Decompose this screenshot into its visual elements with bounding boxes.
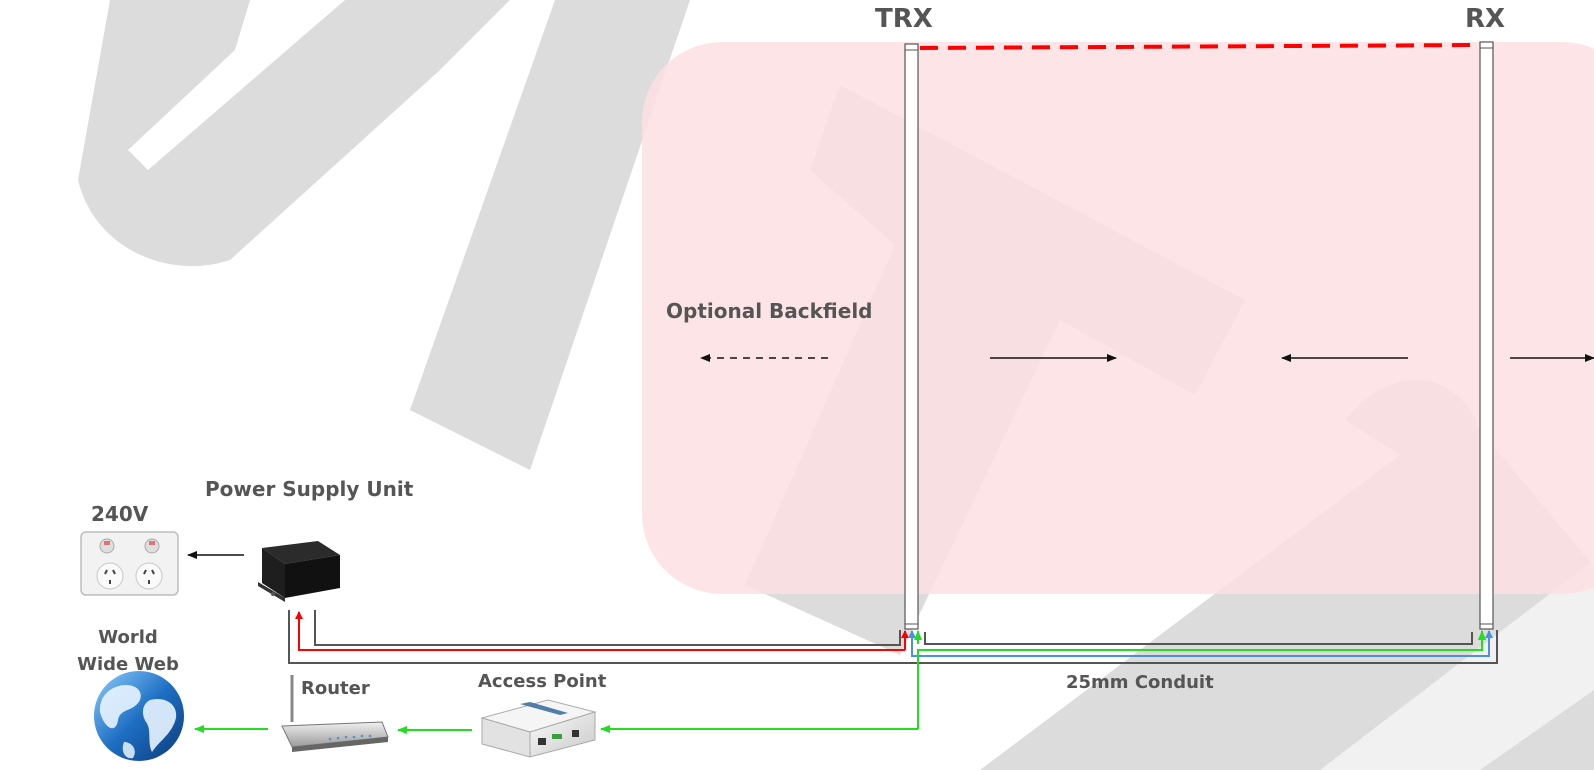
conduit-line <box>288 610 1498 664</box>
access-point-label: Access Point <box>478 671 607 692</box>
power-supply-box-icon <box>258 541 340 602</box>
trx-rx-grey-cable <box>924 632 1473 645</box>
access-point-icon <box>480 699 597 758</box>
globe-icon <box>94 671 184 761</box>
world-wide-web-line2: Wide Web <box>77 654 179 675</box>
world-wide-web-label: World Wide Web <box>73 624 183 678</box>
world-wide-web-line1: World <box>98 627 158 648</box>
router-label: Router <box>301 678 370 699</box>
power-supply-unit-label: Power Supply Unit <box>205 477 414 501</box>
detection-zone <box>642 42 1594 594</box>
psu-power-cable <box>295 611 905 651</box>
conduit-label: 25mm Conduit <box>1066 672 1214 693</box>
voltage-label: 240V <box>91 502 149 526</box>
rx-label: RX <box>1465 4 1506 34</box>
psu-grey-cable <box>314 610 901 646</box>
beam-line <box>919 43 1481 50</box>
trx-post <box>904 43 919 630</box>
trx-label: TRX <box>875 4 933 34</box>
power-outlet-icon <box>80 531 179 596</box>
rx-post <box>1479 41 1494 630</box>
optional-backfield-label: Optional Backfield <box>666 299 873 323</box>
router-icon <box>281 675 389 752</box>
